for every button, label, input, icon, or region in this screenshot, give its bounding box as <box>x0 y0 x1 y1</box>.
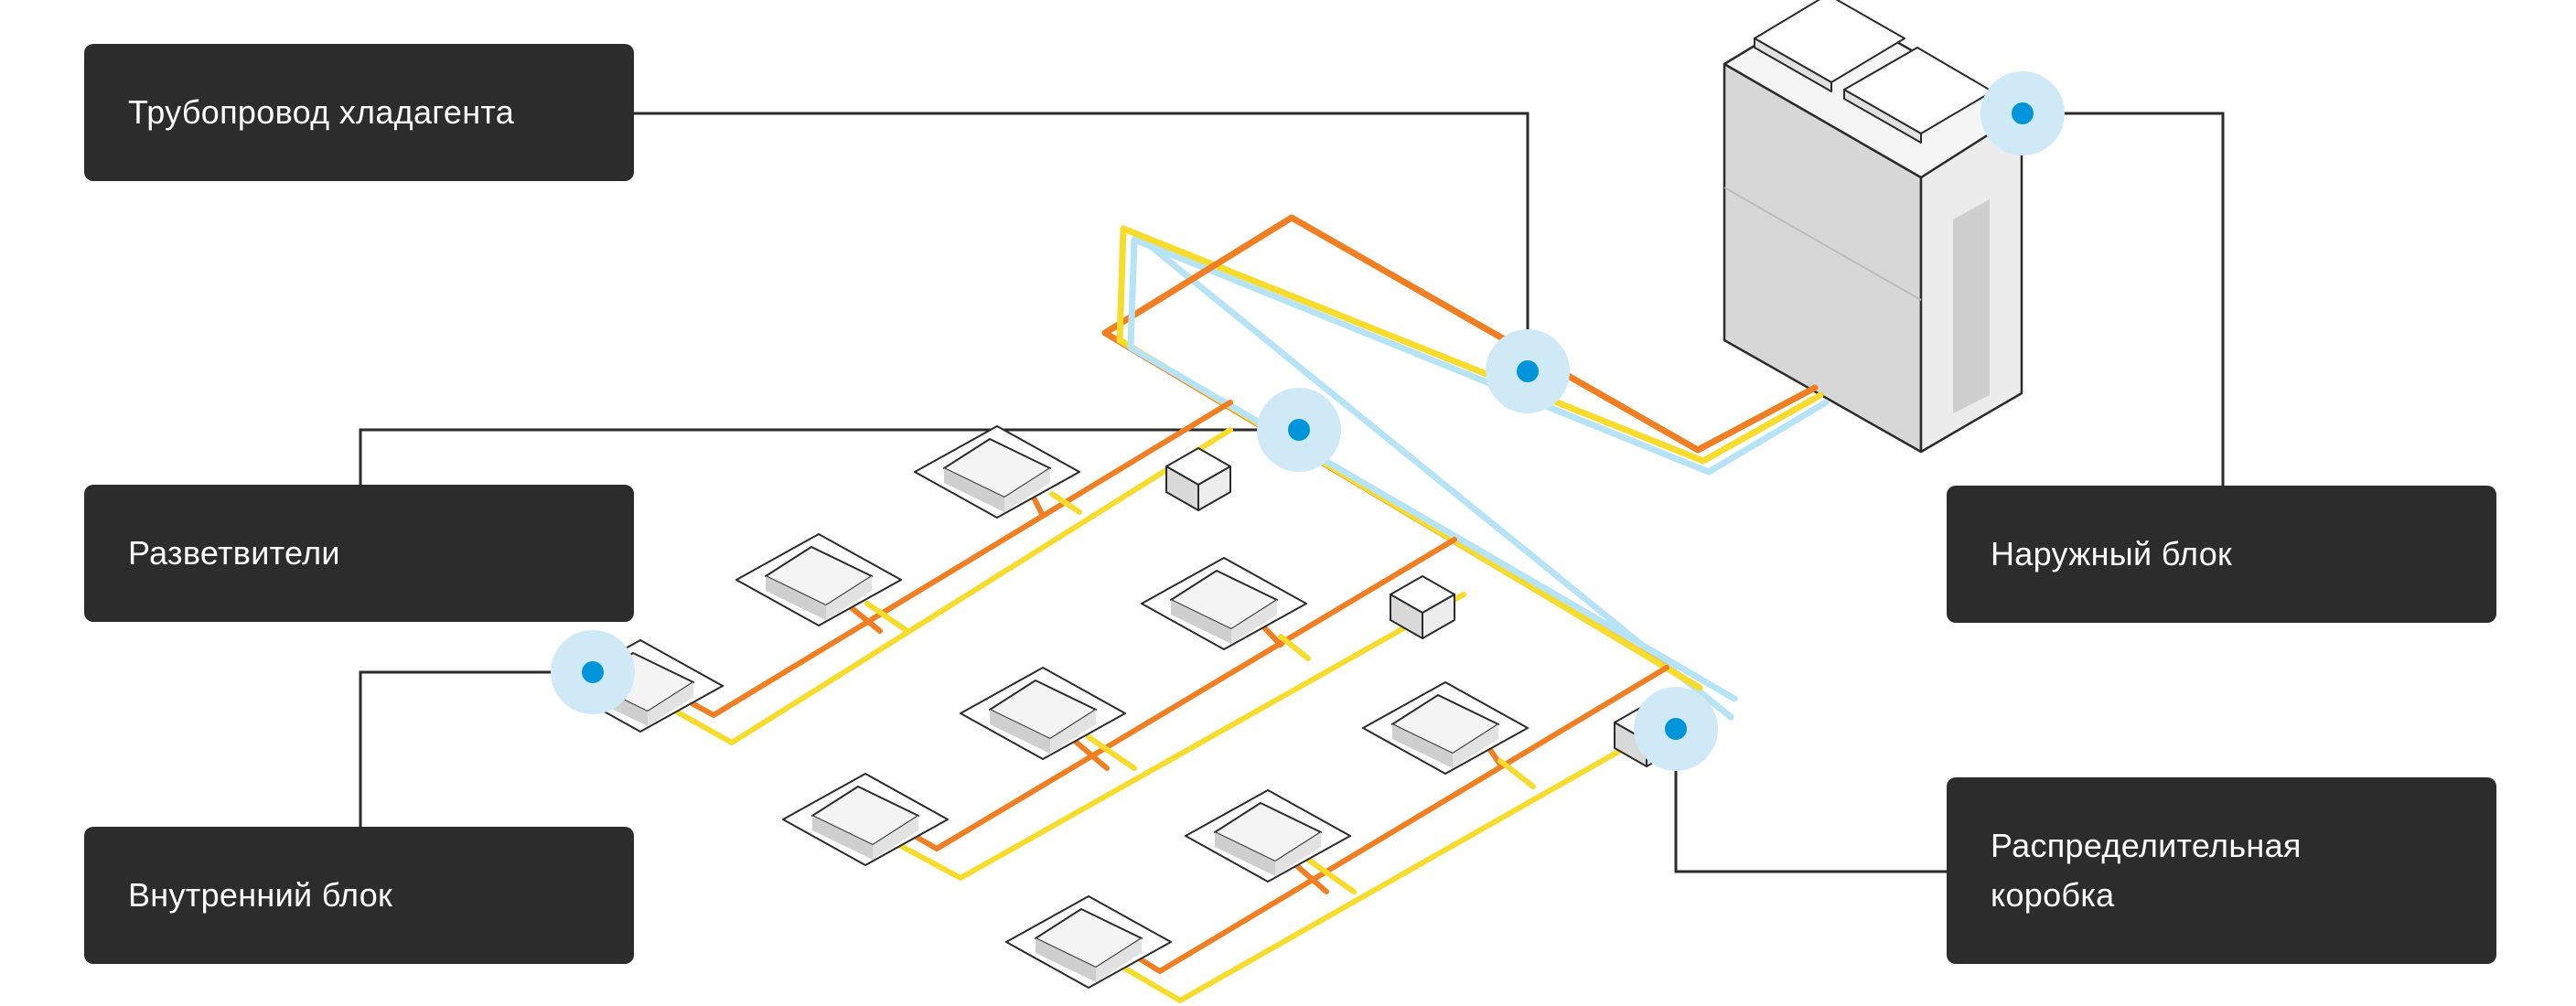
label-distribution-box: Распределительная коробка <box>1947 777 2496 964</box>
indoor-unit-icon <box>1141 557 1307 650</box>
leader-line-splitters <box>359 428 1299 485</box>
branch-yellow-row1 <box>660 427 1233 745</box>
label-splitters: Разветвители <box>84 485 634 622</box>
outdoor-unit-fan-2-side <box>1843 89 1922 144</box>
trunk-pipe-blue <box>1131 232 1830 721</box>
branch-yellow-row3 <box>1111 738 1640 1003</box>
outdoor-unit-fan-1-side <box>1754 37 1832 92</box>
outdoor-unit-vent <box>1953 199 1990 413</box>
label-indoor-unit-text: Внутренний блок <box>128 876 393 914</box>
label-outdoor-unit-text: Наружный блок <box>1991 535 2233 573</box>
distribution-box-icon <box>1390 575 1455 639</box>
leader-line-indoor <box>359 670 593 827</box>
marker-dot-icon <box>1486 329 1570 413</box>
marker-dot-icon <box>1257 388 1341 472</box>
marker-dot-icon <box>551 630 635 714</box>
outdoor-unit-icon <box>1723 0 2023 454</box>
marker-dot-icon <box>1980 71 2065 155</box>
trunk-pipe-yellow-2 <box>1116 225 1703 691</box>
label-distribution-box-text: Распределительная коробка <box>1991 827 2302 914</box>
label-refrigerant-pipeline-text: Трубопровод хладагента <box>128 93 515 131</box>
leader-lines <box>359 112 2225 873</box>
leader-line-outdoor <box>2023 112 2225 486</box>
indoor-unit-icon <box>1362 681 1529 775</box>
branch-pipes <box>660 400 1669 1003</box>
branch-yellow-row2 <box>886 592 1466 881</box>
refrigerant-trunk <box>1101 214 1830 721</box>
indoor-unit-icon <box>782 773 949 866</box>
distribution-box-icon <box>1165 447 1231 511</box>
indoor-unit-icon <box>914 425 1080 519</box>
trunk-pipe-yellow <box>1120 225 1824 465</box>
marker-dot-icon <box>1634 687 1718 771</box>
leader-line-refrigerant <box>634 112 1530 371</box>
trunk-pipe-blue-2 <box>1127 236 1738 702</box>
label-indoor-unit: Внутренний блок <box>84 827 634 964</box>
label-refrigerant-pipeline: Трубопровод хладагента <box>84 44 634 181</box>
indoor-unit-icon <box>1185 789 1351 883</box>
label-outdoor-unit: Наружный блок <box>1947 486 2496 623</box>
indoor-unit-icon <box>1005 895 1172 989</box>
indoor-unit-icon <box>735 533 902 626</box>
indoor-units <box>557 425 1529 989</box>
label-splitters-text: Разветвители <box>128 534 340 572</box>
indoor-unit-icon <box>960 667 1126 760</box>
markers <box>551 71 2065 771</box>
leader-line-distribution <box>1674 729 1947 873</box>
